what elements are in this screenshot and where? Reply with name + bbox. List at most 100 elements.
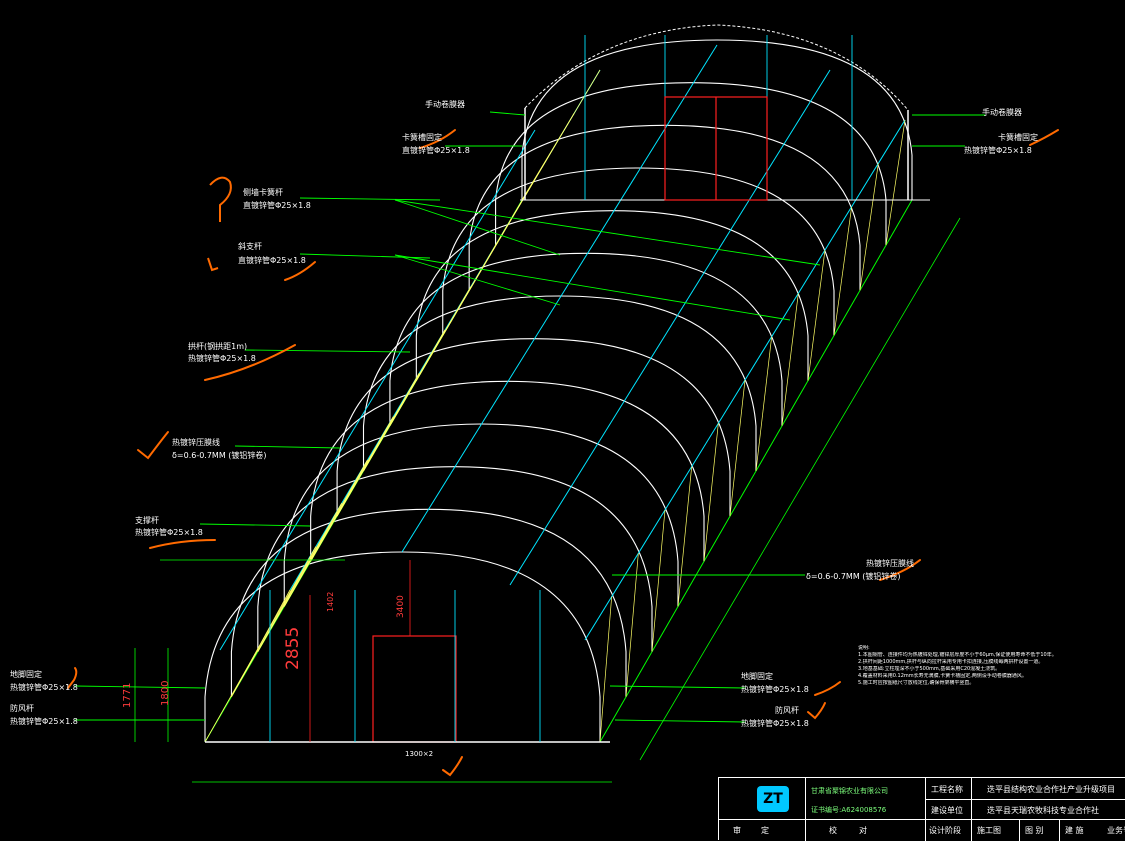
leader (244, 349, 411, 353)
greenhouse-frame (204, 24, 930, 743)
leader (614, 719, 746, 723)
row-label-3: 对 (859, 826, 867, 835)
markup-hook (207, 257, 219, 272)
callout-right-3-title: 地脚固定 (741, 672, 773, 681)
dim-length-line (639, 217, 961, 761)
title-block: ZT 甘肃省聚锦农业有限公司 证书编号:A624008576 工程名称 迭平县结… (718, 777, 1125, 841)
callout-left-6-spec: 热镀锌管Φ25×1.8 (10, 683, 78, 692)
markup-question (209, 176, 232, 222)
callout-left-3-title: 拱杆(钢拱距1m) (188, 342, 248, 351)
dim-left-b: 1800 (160, 680, 171, 706)
leader (609, 685, 746, 689)
note-0: 说明: (858, 645, 870, 651)
note-1: 1.本图钢管、连接件均为热镀锌处理,镀锌层厚度不小于60μm,保证使用寿命不低于… (858, 652, 1057, 658)
markup-stroke (67, 667, 78, 689)
front-door (372, 635, 457, 743)
drawing-value: 建 施 (1065, 826, 1084, 835)
certificate-number: 证书编号:A624008576 (811, 806, 887, 814)
dim-door-width: 1402 (326, 591, 335, 612)
leader (394, 254, 561, 306)
note-5: 5.施工时应按图纸尺寸放线定位,确保骨架横平竖直。 (858, 680, 975, 686)
callout-left-1-spec: 直镀锌管Φ25×1.8 (243, 201, 311, 210)
note-3: 3.地基基础:立柱埋深不小于500mm,基础采用C20混凝土浇筑。 (858, 666, 1001, 672)
arch-rib (204, 551, 601, 742)
callout-left-5-title: 支撑杆 (135, 516, 159, 525)
callout-right-3-spec: 热镀锌管Φ25×1.8 (741, 685, 809, 694)
callout-left-1-title: 侧墙卡簧杆 (243, 188, 283, 197)
leader (394, 199, 821, 266)
callout-right-0-title: 手动卷膜器 (982, 108, 1022, 117)
leader-lines (74, 111, 985, 723)
leader (394, 254, 791, 321)
dim-height-main: 2855 (283, 626, 303, 670)
markup-stroke (442, 756, 463, 777)
note-2: 2.拱杆间距1000mm,拱杆与纵向拉杆采用专用卡扣连接,压膜线每两拱杆设置一道… (858, 659, 1044, 665)
arch-rib (362, 295, 757, 471)
note-4: 4.覆盖材料采用0.12mm长寿无滴膜,卡簧卡槽固定,两侧设手动卷膜器通风。 (858, 673, 1027, 679)
brace (677, 466, 693, 607)
arch-rib (495, 82, 887, 246)
dim-door-height: 3400 (396, 595, 406, 618)
brace (755, 336, 773, 472)
brace (807, 249, 826, 381)
dim-left-a: 1771 (122, 682, 133, 708)
brace (833, 206, 853, 336)
purlin (219, 129, 536, 651)
design-stage-label: 设计阶段 (929, 826, 961, 835)
callout-right-1-title: 卡簧槽固定 (998, 133, 1038, 142)
callout-right-2-spec: δ=0.6-0.7MM (镀铝锌卷) (806, 572, 901, 581)
row-label-2: 校 (829, 826, 837, 835)
row-label-1: 定 (761, 826, 769, 835)
leader (74, 685, 206, 689)
brace (599, 596, 613, 743)
arch-rib (336, 338, 731, 517)
leader (489, 111, 526, 116)
row-label-0: 审 (733, 826, 741, 835)
markup-stroke (807, 702, 826, 720)
markup-stroke (137, 431, 169, 460)
callout-left-5-spec: 热镀锌管Φ25×1.8 (135, 528, 203, 537)
arch-rib (442, 167, 835, 336)
brace (703, 423, 719, 562)
markup-stroke (1029, 129, 1059, 146)
markup-stroke (814, 681, 841, 696)
purlin (509, 69, 831, 586)
construction-notes: 说明: 1.本图钢管、连接件均为热镀锌处理,镀锌层厚度不小于60μm,保证使用寿… (858, 645, 1123, 687)
markup-stroke (419, 129, 456, 149)
callout-right-1-spec: 热镀锌管Φ25×1.8 (964, 146, 1032, 155)
callout-left-0-title: 卡簧槽固定 (402, 133, 442, 142)
brace (859, 163, 879, 291)
callout-left-2-title: 斜支杆 (238, 242, 262, 251)
brace (729, 379, 746, 517)
dim-bottom-label: 1300×2 (405, 750, 434, 758)
callout-left-4-title: 热镀锌压膜线 (172, 438, 220, 447)
unit-value: 迭平县天瑞农牧科技专业合作社 (987, 806, 1099, 815)
unit-label: 建设单位 (931, 806, 963, 815)
brace (885, 119, 906, 246)
callout-left-2-spec: 直镀锌管Φ25×1.8 (238, 256, 306, 265)
callout-left-4-spec: δ=0.6-0.7MM (镀铝锌卷) (172, 451, 267, 460)
callout-right-2-title: 热镀锌压膜线 (866, 559, 914, 568)
callout-top-left-title: 手动卷膜器 (425, 100, 465, 109)
callout-left-7-title: 防风杆 (10, 704, 34, 713)
purlin (401, 44, 718, 553)
arch-rib (521, 39, 913, 200)
brace (781, 293, 799, 426)
handwritten-markup (67, 129, 1059, 777)
arch-rib (283, 423, 679, 607)
company-logo-icon: ZT (757, 786, 789, 812)
brace (651, 509, 666, 652)
brace (625, 553, 639, 697)
drawing-label: 图 别 (1025, 826, 1044, 835)
leader (299, 197, 441, 201)
brace (521, 113, 575, 201)
design-stage-value: 施工图 (977, 826, 1001, 835)
markup-stroke (149, 539, 216, 549)
markup-stroke (284, 261, 316, 281)
project-value: 迭平县结构农业合作社产业升级项目 (987, 785, 1115, 794)
arch-rib (415, 210, 809, 381)
project-label: 工程名称 (931, 785, 963, 794)
leader (394, 199, 561, 256)
callout-right-4-spec: 热镀锌管Φ25×1.8 (741, 719, 809, 728)
